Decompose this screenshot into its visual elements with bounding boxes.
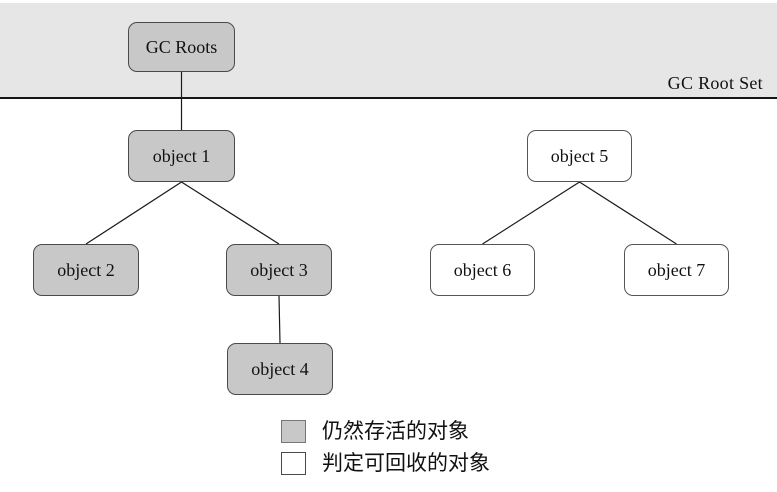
node-object-1: object 1	[128, 130, 235, 182]
edge-object5-object6	[482, 181, 580, 245]
legend-collectible-label: 判定可回收的对象	[322, 451, 490, 475]
node-label: object 3	[250, 259, 308, 280]
node-label: object 7	[647, 259, 706, 280]
node-label: object 4	[251, 358, 309, 379]
edge-object5-object7	[579, 181, 677, 245]
gc-root-set-band	[0, 3, 777, 99]
gc-root-set-label: GC Root Set	[667, 73, 763, 93]
legend: 仍然存活的对象 判定可回收的对象	[281, 419, 490, 483]
node-gc-roots: GC Roots	[128, 22, 235, 72]
edge-object1-object2	[85, 181, 182, 245]
node-object-7: object 7	[624, 244, 729, 296]
legend-alive-label: 仍然存活的对象	[322, 419, 469, 443]
node-object-2: object 2	[33, 244, 139, 296]
node-object-4: object 4	[227, 343, 333, 395]
node-label: GC Roots	[145, 36, 218, 57]
node-object-5: object 5	[527, 130, 632, 182]
node-label: object 1	[152, 145, 211, 166]
node-object-3: object 3	[226, 244, 332, 296]
node-label: object 5	[550, 145, 609, 166]
legend-row-alive: 仍然存活的对象	[281, 419, 490, 443]
legend-row-collectible: 判定可回收的对象	[281, 451, 490, 475]
edge-object1-object3	[181, 181, 280, 245]
node-label: object 6	[453, 259, 512, 280]
edge-object3-object4	[278, 295, 281, 344]
legend-collectible-swatch	[281, 451, 306, 475]
legend-alive-swatch	[281, 419, 306, 443]
node-object-6: object 6	[430, 244, 535, 296]
node-label: object 2	[57, 259, 115, 280]
